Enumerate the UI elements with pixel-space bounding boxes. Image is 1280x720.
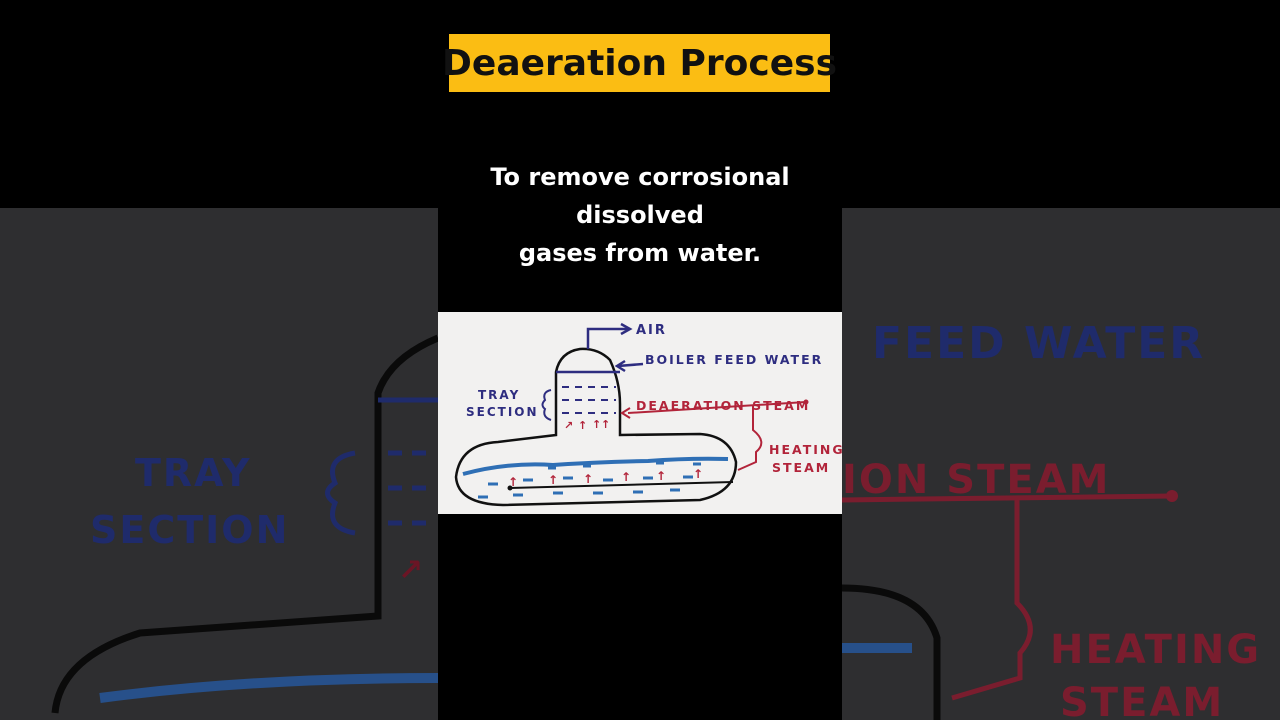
bg-steam-label: STEAM xyxy=(1060,680,1224,720)
svg-text:↑: ↑ xyxy=(601,418,610,431)
water-dashes xyxy=(478,461,701,499)
deaeration-steam-pipe xyxy=(627,401,807,414)
deaerator-diagram: ↑ ↑ ↑ ↑ ↑ ↑ ↗ ↑ ↑ ↑ AIR BOILER FEED WATE… xyxy=(438,312,842,514)
svg-text:↑: ↑ xyxy=(656,469,666,483)
title-banner: Deaeration Process xyxy=(442,34,837,92)
svg-text:↗: ↗ xyxy=(564,419,573,432)
svg-text:↑: ↑ xyxy=(583,472,593,486)
bg-heating-label: HEATING xyxy=(1050,627,1261,673)
feed-water-arrow xyxy=(617,362,644,368)
subtitle-line-1: To remove corrosional dissolved xyxy=(490,163,790,229)
background-right-panel: FEED WATER ION STEAM HEATING STEAM xyxy=(842,208,1280,720)
tray-label: TRAY xyxy=(478,388,520,402)
background-left-panel: TRAY SECTION ↗ xyxy=(0,208,438,720)
svg-text:↑: ↑ xyxy=(592,418,601,431)
air-vent-pipe xyxy=(586,327,628,349)
svg-text:↑: ↑ xyxy=(621,470,631,484)
page-title: Deaeration Process xyxy=(442,42,837,84)
subtitle: To remove corrosional dissolved gases fr… xyxy=(438,158,842,272)
bg-feed-water-label: FEED WATER xyxy=(872,318,1205,369)
svg-text:↑: ↑ xyxy=(693,467,703,481)
heating-steam-arrows: ↑ ↑ ↑ ↑ ↑ ↑ xyxy=(508,467,703,489)
storage-tank-outline xyxy=(454,347,738,507)
bg-section-label: SECTION xyxy=(90,508,289,552)
heating-pipe xyxy=(509,481,734,489)
heating-label: HEATING xyxy=(769,442,842,457)
svg-text:↑: ↑ xyxy=(548,473,558,487)
deaeration-steam-arrows: ↗ ↑ ↑ ↑ xyxy=(564,418,610,432)
water-surface xyxy=(462,456,729,476)
air-label: AIR xyxy=(636,323,667,338)
boiler-feed-water-label: BOILER FEED WATER xyxy=(645,352,823,367)
svg-text:↑: ↑ xyxy=(578,419,587,432)
bg-arrow-mark: ↗ xyxy=(398,553,423,588)
steam-label: STEAM xyxy=(772,460,830,475)
tray-brace xyxy=(541,389,552,421)
svg-text:↑: ↑ xyxy=(508,475,518,489)
trays xyxy=(562,386,616,414)
bg-tray-label: TRAY xyxy=(135,451,251,495)
subtitle-line-2: gases from water. xyxy=(518,239,762,267)
section-label: SECTION xyxy=(466,405,539,419)
